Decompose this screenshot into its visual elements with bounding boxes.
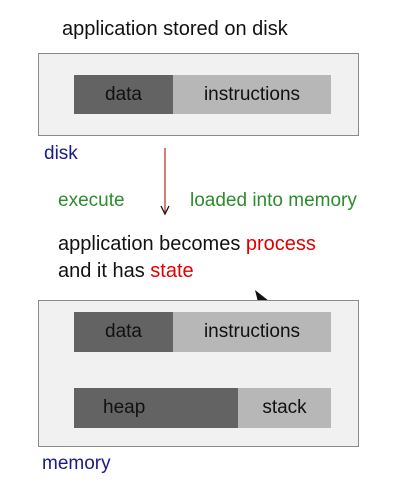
stack-segment: stack <box>238 388 331 428</box>
disk-label: disk <box>44 143 78 164</box>
memory-instructions-segment: instructions <box>173 312 331 352</box>
memory-label: memory <box>42 453 111 474</box>
memory-box: data instructions heap stack <box>38 300 359 447</box>
loaded-into-memory-label: loaded into memory <box>190 190 357 211</box>
disk-box: data instructions <box>38 53 359 136</box>
process-statement: application becomes process <box>58 233 316 256</box>
diagram-title: application stored on disk <box>62 18 288 40</box>
disk-data-segment: data <box>74 75 173 114</box>
process-keyword: process <box>245 233 316 255</box>
statement-prefix: application becomes <box>58 233 246 255</box>
disk-instructions-segment: instructions <box>173 75 331 114</box>
statement-prefix-2: and it has <box>58 260 151 282</box>
memory-data-segment: data <box>74 312 173 352</box>
state-statement: and it has state <box>58 260 194 283</box>
state-keyword: state <box>150 260 194 282</box>
heap-segment: heap <box>74 388 238 428</box>
down-arrow-icon <box>160 148 170 216</box>
execute-label: execute <box>58 190 125 211</box>
